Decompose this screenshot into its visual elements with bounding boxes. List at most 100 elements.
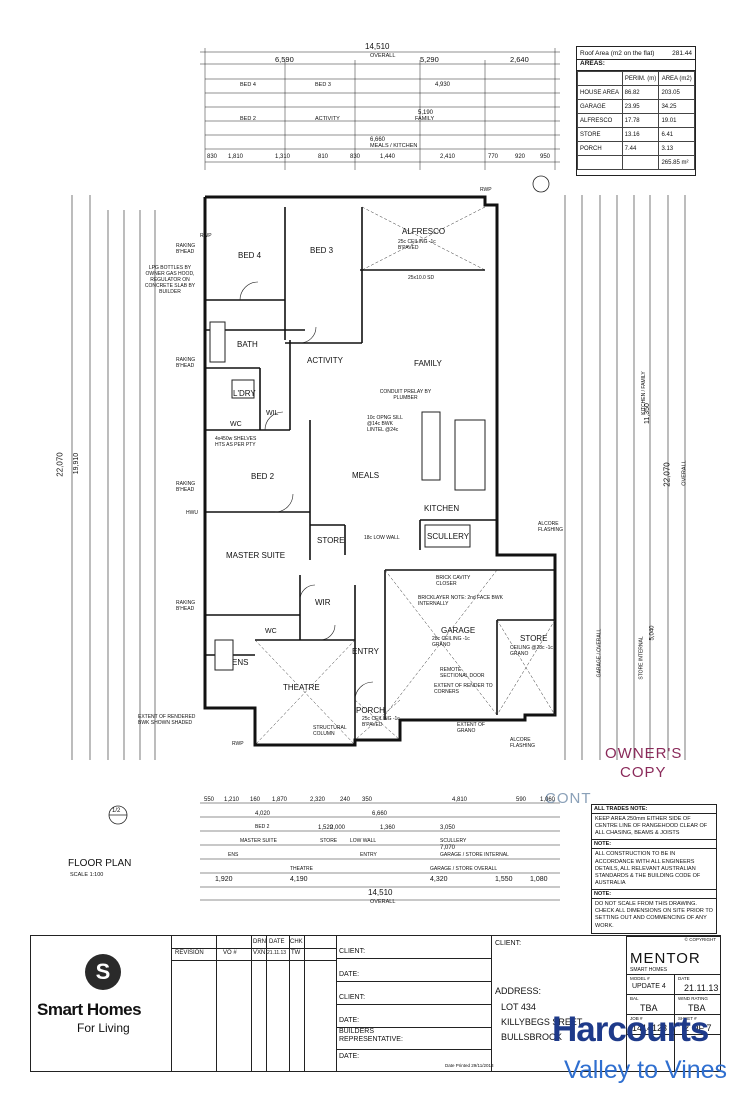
room-wil: WIL	[266, 410, 279, 417]
note-brick-cavity: BRICK CAVITY CLOSER	[436, 575, 471, 587]
trades-note-body: KEEP AREA 250mm EITHER SIDE OF CENTRE LI…	[592, 814, 716, 841]
notes-box: ALL TRADES NOTE: KEEP AREA 250mm EITHER …	[591, 804, 717, 934]
note-rwp-2: RWP	[480, 187, 492, 193]
room-bath: BATH	[237, 340, 258, 349]
top-row-g-9: 920	[515, 154, 526, 160]
top-seg-1: 6,590	[275, 55, 294, 64]
wind-head: WIND RATING	[678, 996, 708, 1001]
bottom-mid-7: 4,020	[255, 811, 271, 817]
chk-head: CHK	[290, 939, 303, 945]
note-alcore-2: ALCORE FLASHING	[510, 737, 536, 749]
project-panel: © COPYRIGHT MENTOR SMART HOMES MODEL # U…	[626, 936, 720, 1071]
bottom-label-garage-internal: GARAGE / STORE INTERNAL	[440, 852, 509, 858]
bottom-label-scullery: SCULLERY	[440, 838, 467, 844]
bottom-top-8: 4,810	[452, 797, 468, 803]
note-raking-4: RAKING B'HEAD	[176, 600, 196, 612]
client-label-1: CLIENT:	[339, 948, 366, 955]
note-head: NOTE:	[592, 840, 716, 850]
top-row-g-2: 1,810	[228, 154, 244, 160]
note-extent-rendered-bwk: EXTENT OF RENDERED BWK SHOWN SHADED	[138, 714, 196, 726]
top-activity: ACTIVITY	[315, 116, 340, 122]
bottom-mid-2: 3,050	[440, 825, 456, 831]
bottom-mid-4: 2,000	[330, 825, 346, 831]
col-area: AREA (m2)	[658, 71, 695, 86]
col-perim: PERIM. (m)	[621, 71, 660, 86]
right-overall-label: OVERALL	[681, 460, 688, 486]
bottom-mid-1: 6,660	[372, 811, 388, 817]
note-lpg: LPG BOTTLES BY OWNER GAS HOOD, REGULATOR…	[144, 265, 196, 295]
room-bed2: BED 2	[251, 472, 275, 481]
note-alfresco-beam: 25x10.0 SD	[408, 275, 435, 281]
top-bed3: BED 3	[315, 82, 331, 88]
overall-top-label: OVERALL	[370, 53, 396, 59]
stamp-copy: COPY	[620, 764, 667, 781]
title-block: S Smart Homes For Living REVISION VO # D…	[30, 935, 721, 1072]
bottom-top-9: 590	[516, 797, 527, 803]
client-panel: CLIENT: DATE: CLIENT: DATE: BUILDERS REP…	[336, 936, 492, 1071]
note-hwu: HWU	[186, 510, 198, 516]
top-seg-3: 2,640	[510, 55, 529, 64]
room-store1: STORE	[317, 536, 345, 545]
logo-panel: S Smart Homes For Living	[31, 936, 172, 1071]
revision-head: REVISION	[175, 950, 204, 956]
note-shelves: 4x450w SHELVES HTS AS PER PTY	[215, 436, 257, 448]
stamp-owners: OWNER'S	[605, 745, 683, 762]
smart-homes-logo-icon: S	[85, 954, 121, 990]
note-body: ALL CONSTRUCTION TO BE IN ACCORDANCE WIT…	[592, 849, 716, 891]
bottom-label-low-wall: LOW WALL	[350, 838, 377, 844]
left-overall-2: 19,910	[73, 452, 81, 475]
date-label-2: DATE:	[339, 1017, 360, 1024]
bottom-top-7: 350	[362, 797, 373, 803]
sheet-head: SHEET #	[678, 1016, 697, 1021]
note-rwp-3: RWP	[232, 741, 244, 747]
bottom-top-10: 1,060	[540, 797, 556, 803]
roof-area-value: 281.44	[672, 49, 692, 57]
top-6660: 6,660	[370, 137, 386, 143]
date-label-1: DATE:	[339, 971, 360, 978]
room-wc1: WC	[230, 421, 242, 428]
bottom-top-1: 550	[204, 797, 215, 803]
room-kitchen: KITCHEN	[424, 504, 460, 513]
top-seg-2: 5,290	[420, 55, 439, 64]
note-structural: STRUCTURAL COLUMN	[313, 725, 347, 737]
note-garage-ceiling: 28c CEILING -1c GRANO	[432, 636, 470, 648]
bottom-label-entry: ENTRY	[360, 852, 377, 858]
copyright: © COPYRIGHT	[684, 937, 716, 942]
room-family: FAMILY	[414, 359, 442, 368]
wind-value: TBA	[688, 1003, 706, 1013]
right-store-internal: STORE INTERNAL	[638, 636, 645, 680]
note-raking-2: RAKING B'HEAD	[176, 357, 196, 369]
room-store2: STORE	[520, 634, 548, 643]
stamp-contr: CONT	[545, 790, 592, 807]
address-line-2: KILLYBEGS SREET	[501, 1017, 583, 1027]
bottom-seg-5: 1,080	[530, 876, 548, 883]
areas-label: AREAS:	[577, 60, 695, 71]
top-bed4: BED 4	[240, 82, 256, 88]
floor-plan-scale: SCALE 1:100	[70, 872, 104, 878]
room-bed4: BED 4	[238, 251, 262, 260]
room-garage: GARAGE	[441, 626, 476, 635]
note-extent-grano: EXTENT OF GRANO	[457, 722, 485, 734]
top-row-g-10: 950	[540, 154, 551, 160]
bottom-seg-1: 1,920	[215, 876, 233, 883]
print-footer: Date Printed 29/11/2013	[445, 1063, 494, 1068]
note-raking-3: RAKING B'HEAD	[176, 481, 196, 493]
brand-name: Smart Homes	[37, 1000, 142, 1019]
note-conduit: CONDUIT PRELAY BY PLUMBER	[379, 389, 432, 401]
bottom-label-ens: ENS	[228, 852, 239, 858]
right-garage-overall: GARAGE / OVERALL	[596, 628, 603, 678]
room-ens: ENS	[232, 658, 249, 667]
job-value: 1414123	[632, 1023, 668, 1033]
top-row-g-3: 1,310	[275, 154, 291, 160]
address-panel: CLIENT: ADDRESS: LOT 434 KILLYBEGS SREET…	[491, 936, 627, 1071]
right-garage-internal: 5,040	[649, 625, 656, 641]
model-value: UPDATE 4	[632, 983, 666, 990]
top-row-g-7: 2,410	[440, 154, 456, 160]
revision-panel: REVISION VO # DRN DATE CHK VXN 21.11.13 …	[171, 936, 337, 1071]
right-kitchen-family: KITCHEN / FAMILY	[640, 371, 647, 415]
